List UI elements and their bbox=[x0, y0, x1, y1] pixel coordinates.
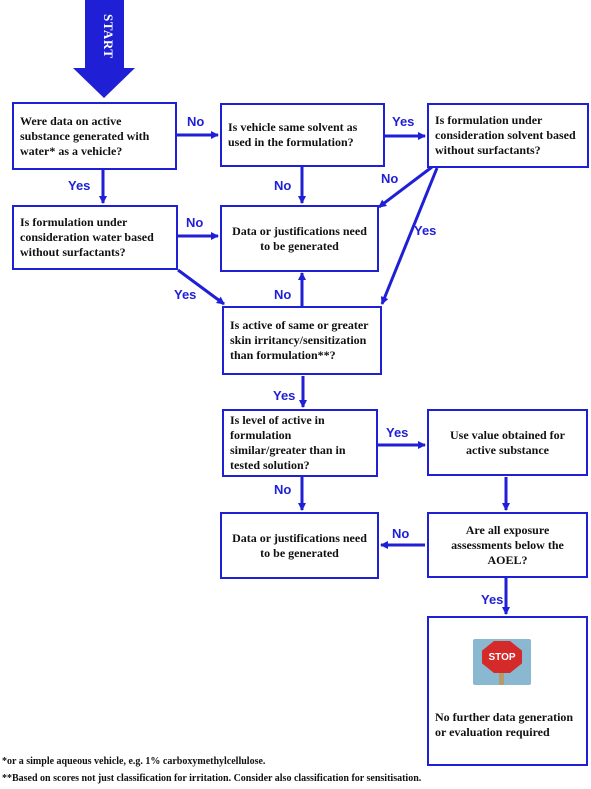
box-solvent-based-text: Is formulation under consideration solve… bbox=[435, 113, 576, 157]
box-water-vehicle: Were data on active substance generated … bbox=[12, 102, 177, 170]
box-level-text: Is level of active in formulation simila… bbox=[230, 413, 346, 472]
box-water-vehicle-text: Were data on active substance generated … bbox=[20, 113, 150, 158]
label-yes-6: Yes bbox=[386, 425, 409, 440]
label-yes-5: Yes bbox=[273, 388, 296, 403]
stop-sign-icon: STOP bbox=[473, 639, 531, 685]
stop-sign-pole bbox=[499, 669, 504, 685]
box-use-value: Use value obtained for active substance bbox=[427, 409, 588, 476]
box-stop-text: No further data generation or evaluation… bbox=[435, 710, 574, 739]
stop-sign-octagon: STOP bbox=[482, 641, 522, 673]
arrow-solvent-yes-to-irritancy bbox=[380, 167, 439, 305]
box-irritancy-text: Is active of same or greater skin irrita… bbox=[230, 318, 369, 362]
box-solvent-based: Is formulation under consideration solve… bbox=[427, 103, 589, 168]
box-data-needed-bottom: Data or justifications need to be genera… bbox=[220, 512, 379, 579]
footnote-2: **Based on scores not just classificatio… bbox=[2, 773, 422, 784]
label-no-3: No bbox=[381, 171, 399, 186]
label-no-6: No bbox=[274, 482, 292, 497]
label-yes-4: Yes bbox=[174, 287, 197, 302]
label-no-2: No bbox=[274, 178, 292, 193]
label-no-4: No bbox=[186, 215, 204, 230]
footnote-1: *or a simple aqueous vehicle, e.g. 1% ca… bbox=[2, 756, 266, 767]
box-data-needed-top-text: Data or justifications need to be genera… bbox=[232, 223, 367, 253]
arrow-waterbased-yes-to-irritancy bbox=[177, 268, 225, 306]
box-irritancy: Is active of same or greater skin irrita… bbox=[222, 306, 382, 375]
box-water-based-text: Is formulation under consideration water… bbox=[20, 215, 154, 259]
box-same-solvent: Is vehicle same solvent as used in the f… bbox=[220, 103, 385, 167]
box-data-needed-top: Data or justifications need to be genera… bbox=[220, 205, 379, 272]
start-arrow bbox=[73, 0, 135, 98]
label-no-1: No bbox=[187, 114, 205, 129]
arrow-solvent-no-to-data bbox=[378, 165, 433, 209]
label-yes-3: Yes bbox=[414, 223, 437, 238]
label-no-5: No bbox=[274, 287, 292, 302]
box-use-value-text: Use value obtained for active substance bbox=[450, 427, 565, 457]
label-yes-2: Yes bbox=[68, 178, 91, 193]
box-same-solvent-text: Is vehicle same solvent as used in the f… bbox=[228, 120, 358, 149]
box-aoel-text: Are all exposure assessments below the A… bbox=[451, 522, 564, 567]
box-level: Is level of active in formulation simila… bbox=[222, 409, 378, 477]
label-yes-7: Yes bbox=[481, 592, 504, 607]
box-aoel: Are all exposure assessments below the A… bbox=[427, 512, 588, 578]
box-water-based: Is formulation under consideration water… bbox=[12, 205, 178, 270]
label-no-7: No bbox=[392, 526, 410, 541]
box-data-needed-bottom-text: Data or justifications need to be genera… bbox=[232, 530, 367, 560]
label-yes-1: Yes bbox=[392, 114, 415, 129]
start-label: START bbox=[101, 13, 116, 59]
